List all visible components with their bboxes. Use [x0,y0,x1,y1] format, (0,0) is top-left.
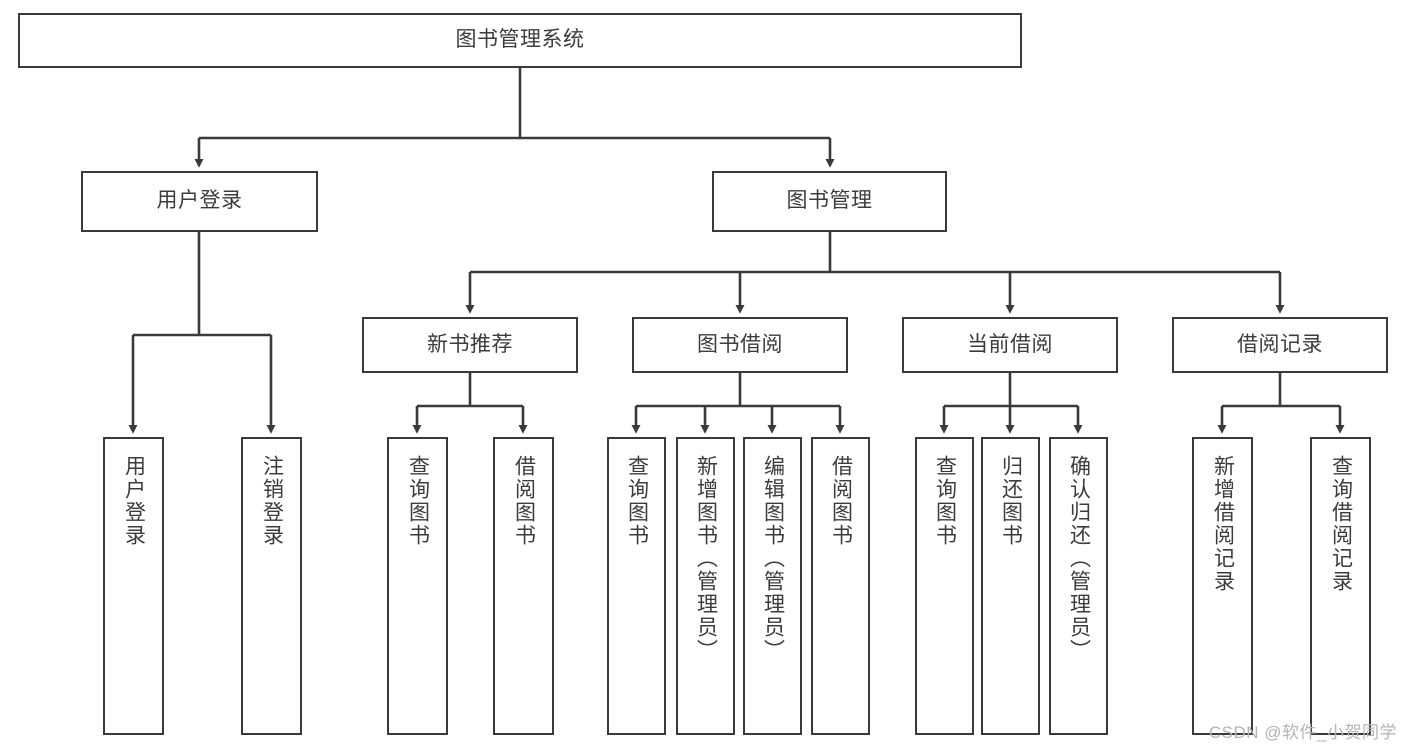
node-label: 查询图书 [625,455,649,547]
node-book-management[interactable]: 图书管理 [712,171,947,232]
node-current-borrow[interactable]: 当前借阅 [902,317,1118,373]
leaf-user-login[interactable]: 用户登录 [103,437,164,735]
node-label: 新书推荐 [427,332,513,356]
node-label: 当前借阅 [967,332,1053,356]
leaf-logout[interactable]: 注销登录 [241,437,302,735]
node-label: 查询借阅记录 [1329,455,1353,593]
leaf-query-book-borrow[interactable]: 查询图书 [607,437,666,735]
node-label: 用户登录 [122,455,146,547]
node-label: 借阅图书 [512,455,536,547]
node-borrow-record[interactable]: 借阅记录 [1172,317,1388,373]
leaf-edit-book-admin[interactable]: 编辑图书（管理员） [743,437,802,735]
node-label: 查询图书 [933,455,957,547]
leaf-add-book-admin[interactable]: 新增图书（管理员） [676,437,735,735]
leaf-query-borrow-record[interactable]: 查询借阅记录 [1310,437,1371,735]
leaf-query-book-recommend[interactable]: 查询图书 [387,437,448,735]
node-label: 借阅记录 [1237,332,1323,356]
node-label: 归还图书 [999,455,1023,547]
leaf-return-book[interactable]: 归还图书 [981,437,1040,735]
leaf-query-book-current[interactable]: 查询图书 [915,437,974,735]
node-label: 编辑图书（管理员） [761,455,785,662]
csdn-watermark: CSDN @软件_小贺同学 [1208,723,1397,742]
node-label: 新增借阅记录 [1211,455,1235,593]
node-label: 图书管理 [786,189,873,213]
leaf-add-borrow-record[interactable]: 新增借阅记录 [1192,437,1253,735]
node-user-login[interactable]: 用户登录 [81,171,318,232]
node-label: 图书管理系统 [455,28,585,52]
node-label: 查询图书 [406,455,430,547]
leaf-borrow-book-recommend[interactable]: 借阅图书 [493,437,554,735]
node-root-book-management-system[interactable]: 图书管理系统 [18,13,1022,68]
node-book-borrow[interactable]: 图书借阅 [632,317,848,373]
leaf-confirm-return-admin[interactable]: 确认归还（管理员） [1049,437,1108,735]
node-new-book-recommend[interactable]: 新书推荐 [362,317,578,373]
node-label: 注销登录 [260,455,284,547]
leaf-borrow-book[interactable]: 借阅图书 [811,437,870,735]
node-label: 用户登录 [156,189,243,213]
node-label: 图书借阅 [697,332,783,356]
node-label: 借阅图书 [829,455,853,547]
node-label: 确认归还（管理员） [1067,455,1091,662]
node-label: 新增图书（管理员） [694,455,718,662]
